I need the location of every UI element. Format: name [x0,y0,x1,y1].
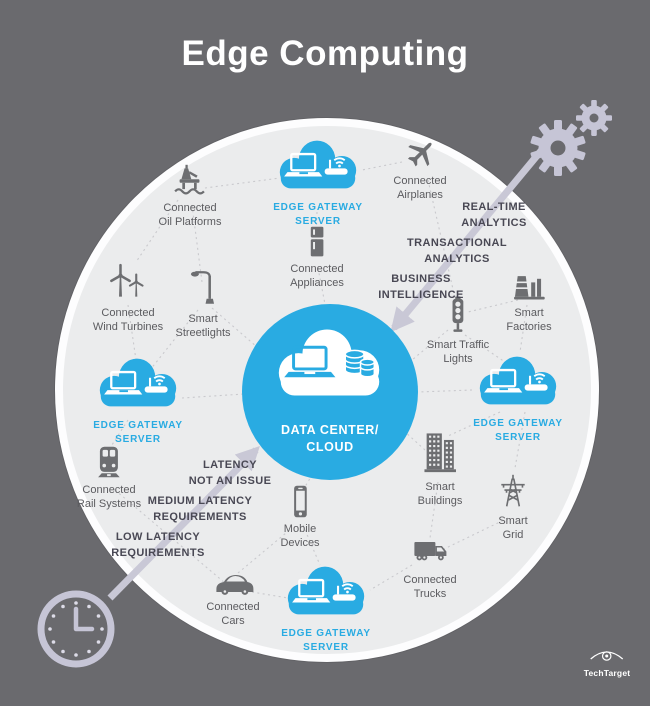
cloud-icon [278,329,380,396]
clock-icon [37,590,115,668]
streetlight-icon [190,271,214,304]
eye-icon [590,651,624,661]
car-icon [216,575,253,595]
techtarget-logo: TechTarget [584,648,631,678]
page-title: Edge Computing [181,34,469,73]
laptop-icon [292,578,331,603]
airplane-icon [407,142,432,167]
router-icon [332,583,356,601]
oil-platform-icon [174,164,206,195]
database-icon [344,349,376,378]
cloud-icon [279,140,357,189]
wind-turbine-icon [110,263,144,297]
transmission-tower-icon [501,474,525,507]
router-icon [524,373,548,391]
refrigerator-icon [310,226,324,257]
gears-icon [530,100,612,176]
laptop-icon [284,152,323,177]
train-icon [98,446,120,478]
truck-icon [414,542,446,561]
router-icon [324,157,348,175]
laptop-icon [484,368,523,393]
router-icon [144,375,168,393]
smartphone-icon [293,485,307,518]
cloud-icon [287,566,365,615]
cloud-icon [99,358,177,407]
laptop-icon [284,345,336,378]
data-center-label: DATA CENTER/ CLOUD [281,423,379,455]
data-center-cloud-node: DATA CENTER/ CLOUD [242,304,418,480]
building-icon [424,433,457,473]
logo-text: TechTarget [583,668,631,678]
laptop-icon [104,370,143,395]
factory-icon [513,276,545,300]
cloud-icon [479,356,557,405]
